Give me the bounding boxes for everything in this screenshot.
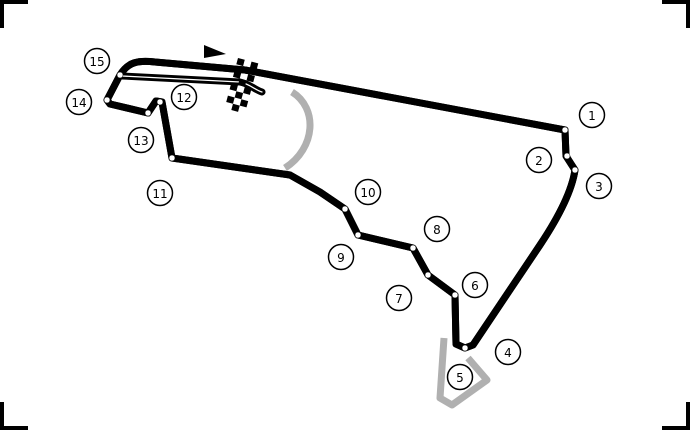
flag-square bbox=[246, 74, 255, 83]
corner-label-circle bbox=[83, 47, 111, 75]
corner-number: 11 bbox=[152, 187, 167, 201]
corner-label-circle bbox=[146, 179, 174, 207]
corner-marker-10 bbox=[341, 205, 349, 213]
corner-marker-12 bbox=[156, 98, 164, 106]
flag-square bbox=[243, 86, 252, 95]
corner-label-9: 9 bbox=[327, 243, 355, 271]
corner-label-circle bbox=[446, 363, 474, 391]
corner-marker-13 bbox=[144, 109, 152, 117]
corner-marker-4 bbox=[461, 344, 469, 352]
corner-label-8: 8 bbox=[423, 215, 451, 243]
corner-label-circle bbox=[354, 178, 382, 206]
flag-square bbox=[226, 95, 235, 104]
corner-number: 8 bbox=[433, 223, 441, 237]
corner-marker-3 bbox=[571, 166, 579, 174]
checkered-flag-icon bbox=[226, 58, 259, 112]
corner-label-5: 5 bbox=[446, 363, 474, 391]
corner-marker-15 bbox=[116, 71, 124, 79]
start-direction-arrow-icon bbox=[204, 45, 226, 58]
corner-marker-9 bbox=[354, 231, 362, 239]
corner-markers bbox=[103, 71, 579, 352]
corner-label-circle bbox=[327, 243, 355, 271]
corner-label-15: 15 bbox=[83, 47, 111, 75]
corner-marker-6 bbox=[451, 291, 459, 299]
flag-square bbox=[234, 91, 244, 100]
flag-square bbox=[238, 78, 247, 87]
corner-label-1: 1 bbox=[578, 101, 606, 129]
corner-label-13: 13 bbox=[127, 126, 155, 154]
flag-square bbox=[239, 99, 249, 108]
corner-number: 6 bbox=[471, 279, 479, 293]
corner-label-2: 2 bbox=[525, 146, 553, 174]
corner-number: 7 bbox=[395, 292, 403, 306]
flag-square bbox=[249, 61, 259, 70]
flag-square bbox=[232, 70, 242, 79]
corner-marker-8 bbox=[409, 244, 417, 252]
corner-label-circle bbox=[127, 126, 155, 154]
corner-label-10: 10 bbox=[354, 178, 382, 206]
corner-label-11: 11 bbox=[146, 179, 174, 207]
corner-label-3: 3 bbox=[585, 172, 613, 200]
corner-number: 12 bbox=[176, 91, 191, 105]
corner-number: 4 bbox=[504, 346, 512, 360]
corner-number: 13 bbox=[133, 134, 148, 148]
corner-marker-2 bbox=[563, 152, 571, 160]
corner-marker-7 bbox=[424, 271, 432, 279]
corner-number: 15 bbox=[89, 55, 104, 69]
corner-label-circle bbox=[585, 172, 613, 200]
corner-number: 1 bbox=[588, 109, 596, 123]
corner-label-12: 12 bbox=[170, 83, 198, 111]
corner-label-circle bbox=[461, 271, 489, 299]
corner-number: 9 bbox=[337, 251, 345, 265]
corner-label-circle bbox=[423, 215, 451, 243]
corner-number: 10 bbox=[360, 186, 375, 200]
corner-number: 14 bbox=[71, 96, 86, 110]
corner-label-circle bbox=[494, 338, 522, 366]
corner-label-6: 6 bbox=[461, 271, 489, 299]
corner-label-7: 7 bbox=[385, 284, 413, 312]
corner-marker-1 bbox=[561, 126, 569, 134]
corner-label-circle bbox=[525, 146, 553, 174]
corner-number: 3 bbox=[595, 180, 603, 194]
corner-label-4: 4 bbox=[494, 338, 522, 366]
corner-label-circle bbox=[170, 83, 198, 111]
corner-number: 5 bbox=[456, 371, 464, 385]
corner-label-circle bbox=[578, 101, 606, 129]
runoff-areas bbox=[282, 89, 491, 409]
flag-square bbox=[236, 58, 245, 67]
corner-label-14: 14 bbox=[65, 88, 93, 116]
corner-number: 2 bbox=[535, 154, 543, 168]
flag-square bbox=[231, 103, 240, 112]
flag-square bbox=[229, 83, 239, 92]
corner-label-circle bbox=[385, 284, 413, 312]
flag-square bbox=[241, 66, 250, 75]
corner-marker-14 bbox=[103, 96, 111, 104]
corner-label-circle bbox=[65, 88, 93, 116]
corner-marker-11 bbox=[168, 154, 176, 162]
